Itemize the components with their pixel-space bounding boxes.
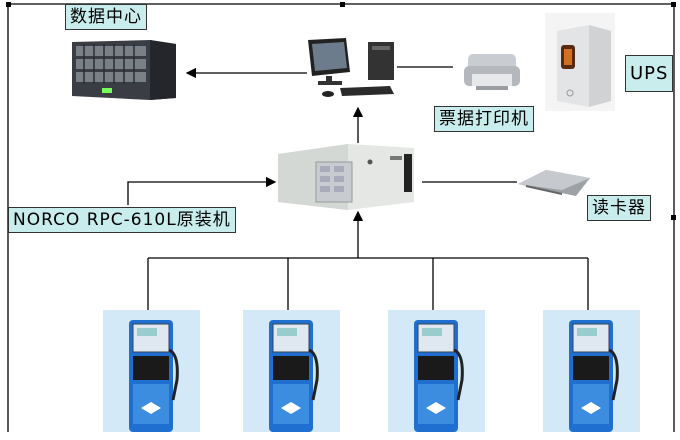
fuel-pump-icon [103,310,200,432]
ups-icon [545,13,615,111]
receipt-printer-icon [464,54,520,90]
fuel-pump-icon [243,310,340,432]
fuel-pump-icon [388,310,485,432]
ups-label: UPS [625,55,674,92]
industrial-pc-label: NORCO RPC-610L原装机 [8,207,236,233]
receipt-printer-label: 票据打印机 [434,106,534,132]
fuel-pump-icon [543,310,640,432]
desktop-computer-icon [308,38,394,97]
data-center-label: 数据中心 [65,4,147,30]
server-rack-icon [72,40,176,100]
arrow-label-to-ipc [127,176,277,205]
card-reader-icon [518,170,590,196]
card-reader-label: 读卡器 [587,195,651,221]
industrial-pc-icon [278,144,414,210]
